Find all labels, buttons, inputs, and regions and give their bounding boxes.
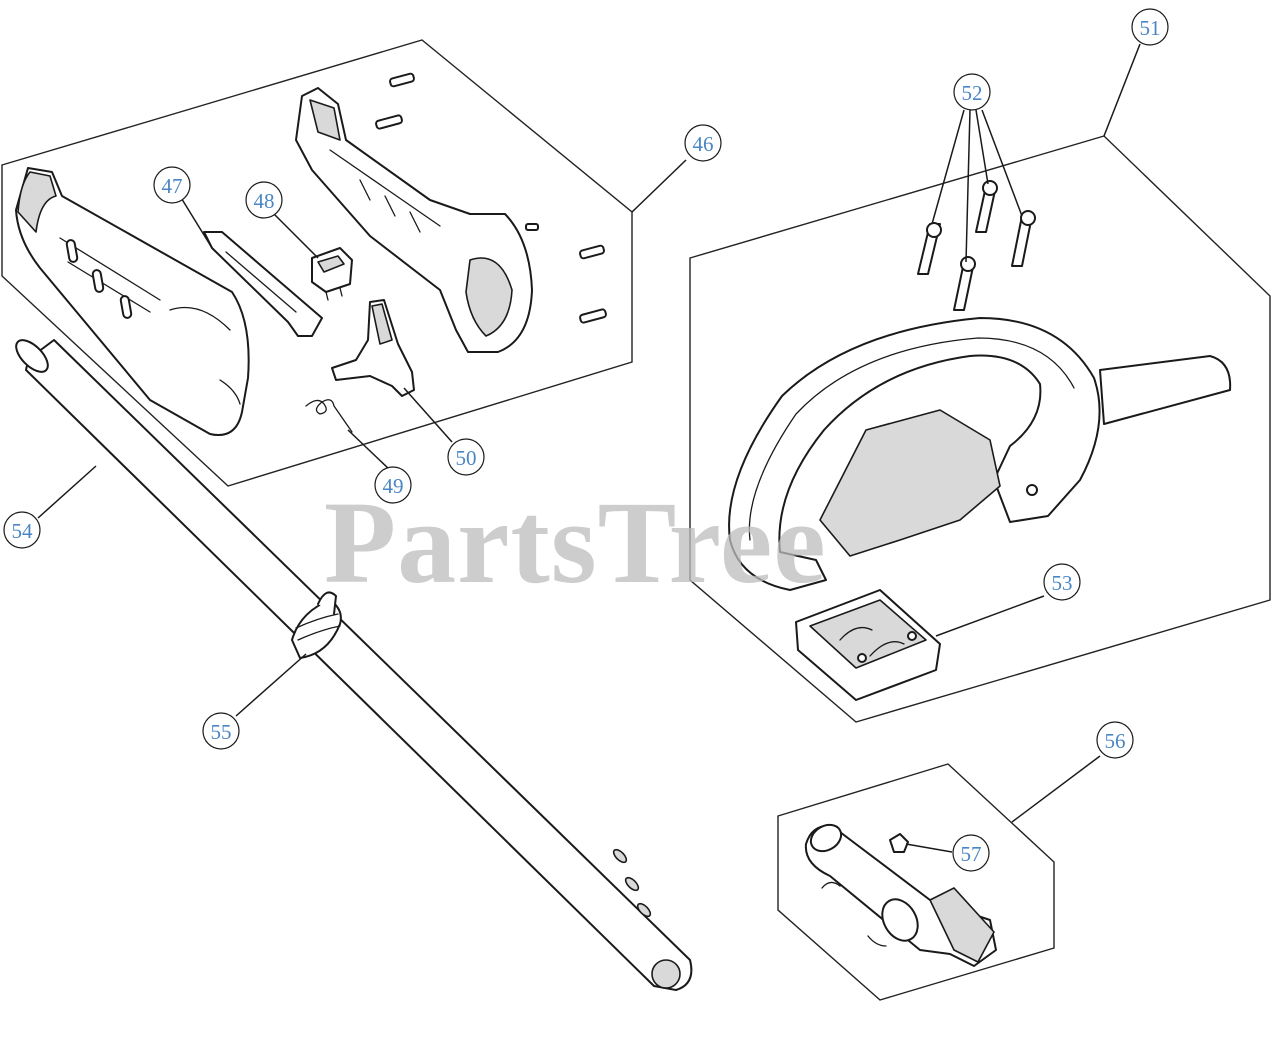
callout-51-label: 51: [1140, 16, 1161, 40]
callout-57[interactable]: 57: [952, 834, 990, 872]
right-housing-part: [295, 87, 533, 353]
callout-49-label: 49: [383, 474, 404, 498]
coupler-part: [804, 823, 997, 967]
housing-screws: [375, 72, 607, 324]
callout-48-label: 48: [254, 189, 275, 213]
switch-part: [311, 247, 353, 301]
callout-49[interactable]: 49: [374, 466, 412, 504]
callout-47-label: 47: [162, 174, 183, 198]
coupler-knob-part: [889, 833, 909, 853]
callout-55-label: 55: [211, 720, 232, 744]
shaft-part: [15, 339, 693, 991]
panel-coupler: [777, 763, 1055, 1001]
callout-54[interactable]: 54: [3, 511, 41, 549]
handle-screws: [917, 180, 1036, 311]
callout-47[interactable]: 47: [153, 166, 191, 204]
left-housing-part: [15, 167, 250, 436]
callout-54-label: 54: [12, 519, 34, 543]
throttle-lock-lever-part: [203, 231, 323, 337]
callout-46-label: 46: [693, 132, 714, 156]
callout-50-label: 50: [456, 446, 477, 470]
callout-56[interactable]: 56: [1096, 721, 1134, 759]
callout-57-label: 57: [961, 842, 982, 866]
leader-lines: [37, 43, 1141, 853]
callout-56-label: 56: [1105, 729, 1126, 753]
callout-46[interactable]: 46: [684, 124, 722, 162]
trigger-part: [331, 299, 415, 397]
front-handle-part: [728, 317, 1232, 591]
callout-48[interactable]: 48: [245, 181, 283, 219]
callout-51[interactable]: 51: [1131, 8, 1169, 46]
callout-50[interactable]: 50: [447, 438, 485, 476]
callout-52[interactable]: 52: [953, 73, 991, 111]
partstree-watermark: PartsTree: [324, 477, 827, 608]
callout-52-label: 52: [962, 81, 983, 105]
handle-clamp-block-part: [795, 589, 941, 701]
shaft-clamp-part: [291, 591, 342, 659]
callout-55[interactable]: 55: [202, 712, 240, 750]
spring-part: [305, 399, 353, 433]
callout-53-label: 53: [1052, 571, 1073, 595]
callout-53[interactable]: 53: [1043, 563, 1081, 601]
